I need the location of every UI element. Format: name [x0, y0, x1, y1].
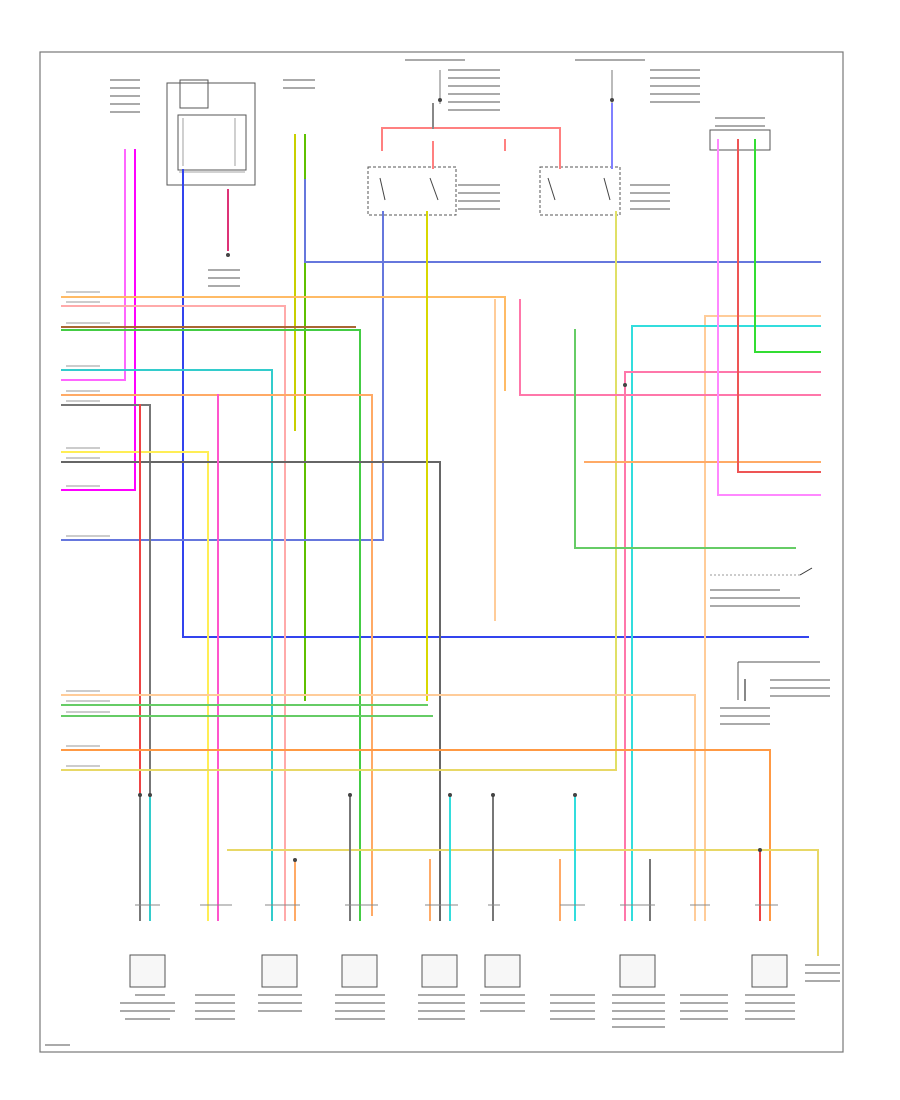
fuse-feed-left — [405, 59, 500, 111]
wire-purple-left-vertical — [61, 149, 136, 491]
wire-blue-top-horizontal — [304, 179, 821, 263]
wire-red-right-7 — [737, 139, 821, 473]
wire-grey-row-6 — [61, 404, 151, 921]
top-left-relay-block — [166, 79, 256, 186]
wire-green-right-9 — [574, 329, 796, 549]
wire-cyan-right-2 — [631, 325, 821, 921]
wire-pink-right-8 — [717, 139, 821, 496]
wire-green-row-3b — [61, 329, 361, 921]
wire-pink-left-vertical — [61, 149, 126, 381]
diagram-border — [39, 51, 844, 1053]
wire-pink-right-4 — [624, 371, 821, 921]
relay-left — [367, 166, 500, 216]
bottom-components — [120, 954, 840, 1028]
wire-dark-row-8 — [61, 461, 441, 921]
wire-orange-row-1 — [61, 296, 506, 391]
sensor-8 — [612, 954, 665, 1028]
wire-pink-right-5 — [519, 299, 821, 396]
wire-yellow-ground-bus — [227, 849, 819, 956]
top-right-connector — [709, 117, 771, 151]
wire-yellow-row-7 — [61, 451, 209, 921]
wire-relay-feed-pink — [381, 127, 561, 169]
left-edge-wire-labels — [66, 291, 110, 767]
wire-peach-right-1 — [704, 315, 821, 921]
wire-green-right-3 — [754, 139, 821, 353]
sensor-1 — [120, 954, 175, 1020]
sensor-3 — [258, 954, 302, 1012]
wire-pink-row-2 — [61, 305, 286, 921]
wire-orange-bus-4 — [61, 749, 771, 921]
wire-peach-bus-1 — [61, 694, 696, 921]
ground-terminal — [805, 964, 840, 982]
relay-right — [539, 166, 670, 216]
sensor-6 — [480, 954, 525, 1012]
sensor-10 — [745, 954, 795, 1020]
wire-cyan-row-4 — [61, 369, 273, 921]
sensor-5 — [418, 954, 465, 1020]
top-left-label-stack — [110, 79, 315, 287]
sensor-9 — [680, 994, 728, 1020]
sensor-4 — [335, 954, 385, 1020]
fuse-feed-right — [575, 59, 700, 104]
wire-orange-row-5 — [61, 394, 373, 916]
wire-blue-left-vertical — [182, 169, 809, 638]
wire-blue-mid — [61, 211, 384, 541]
splice-dots — [138, 98, 762, 862]
sensor-7 — [550, 994, 595, 1020]
sensor-2 — [195, 994, 235, 1020]
right-side-switches — [710, 567, 830, 725]
